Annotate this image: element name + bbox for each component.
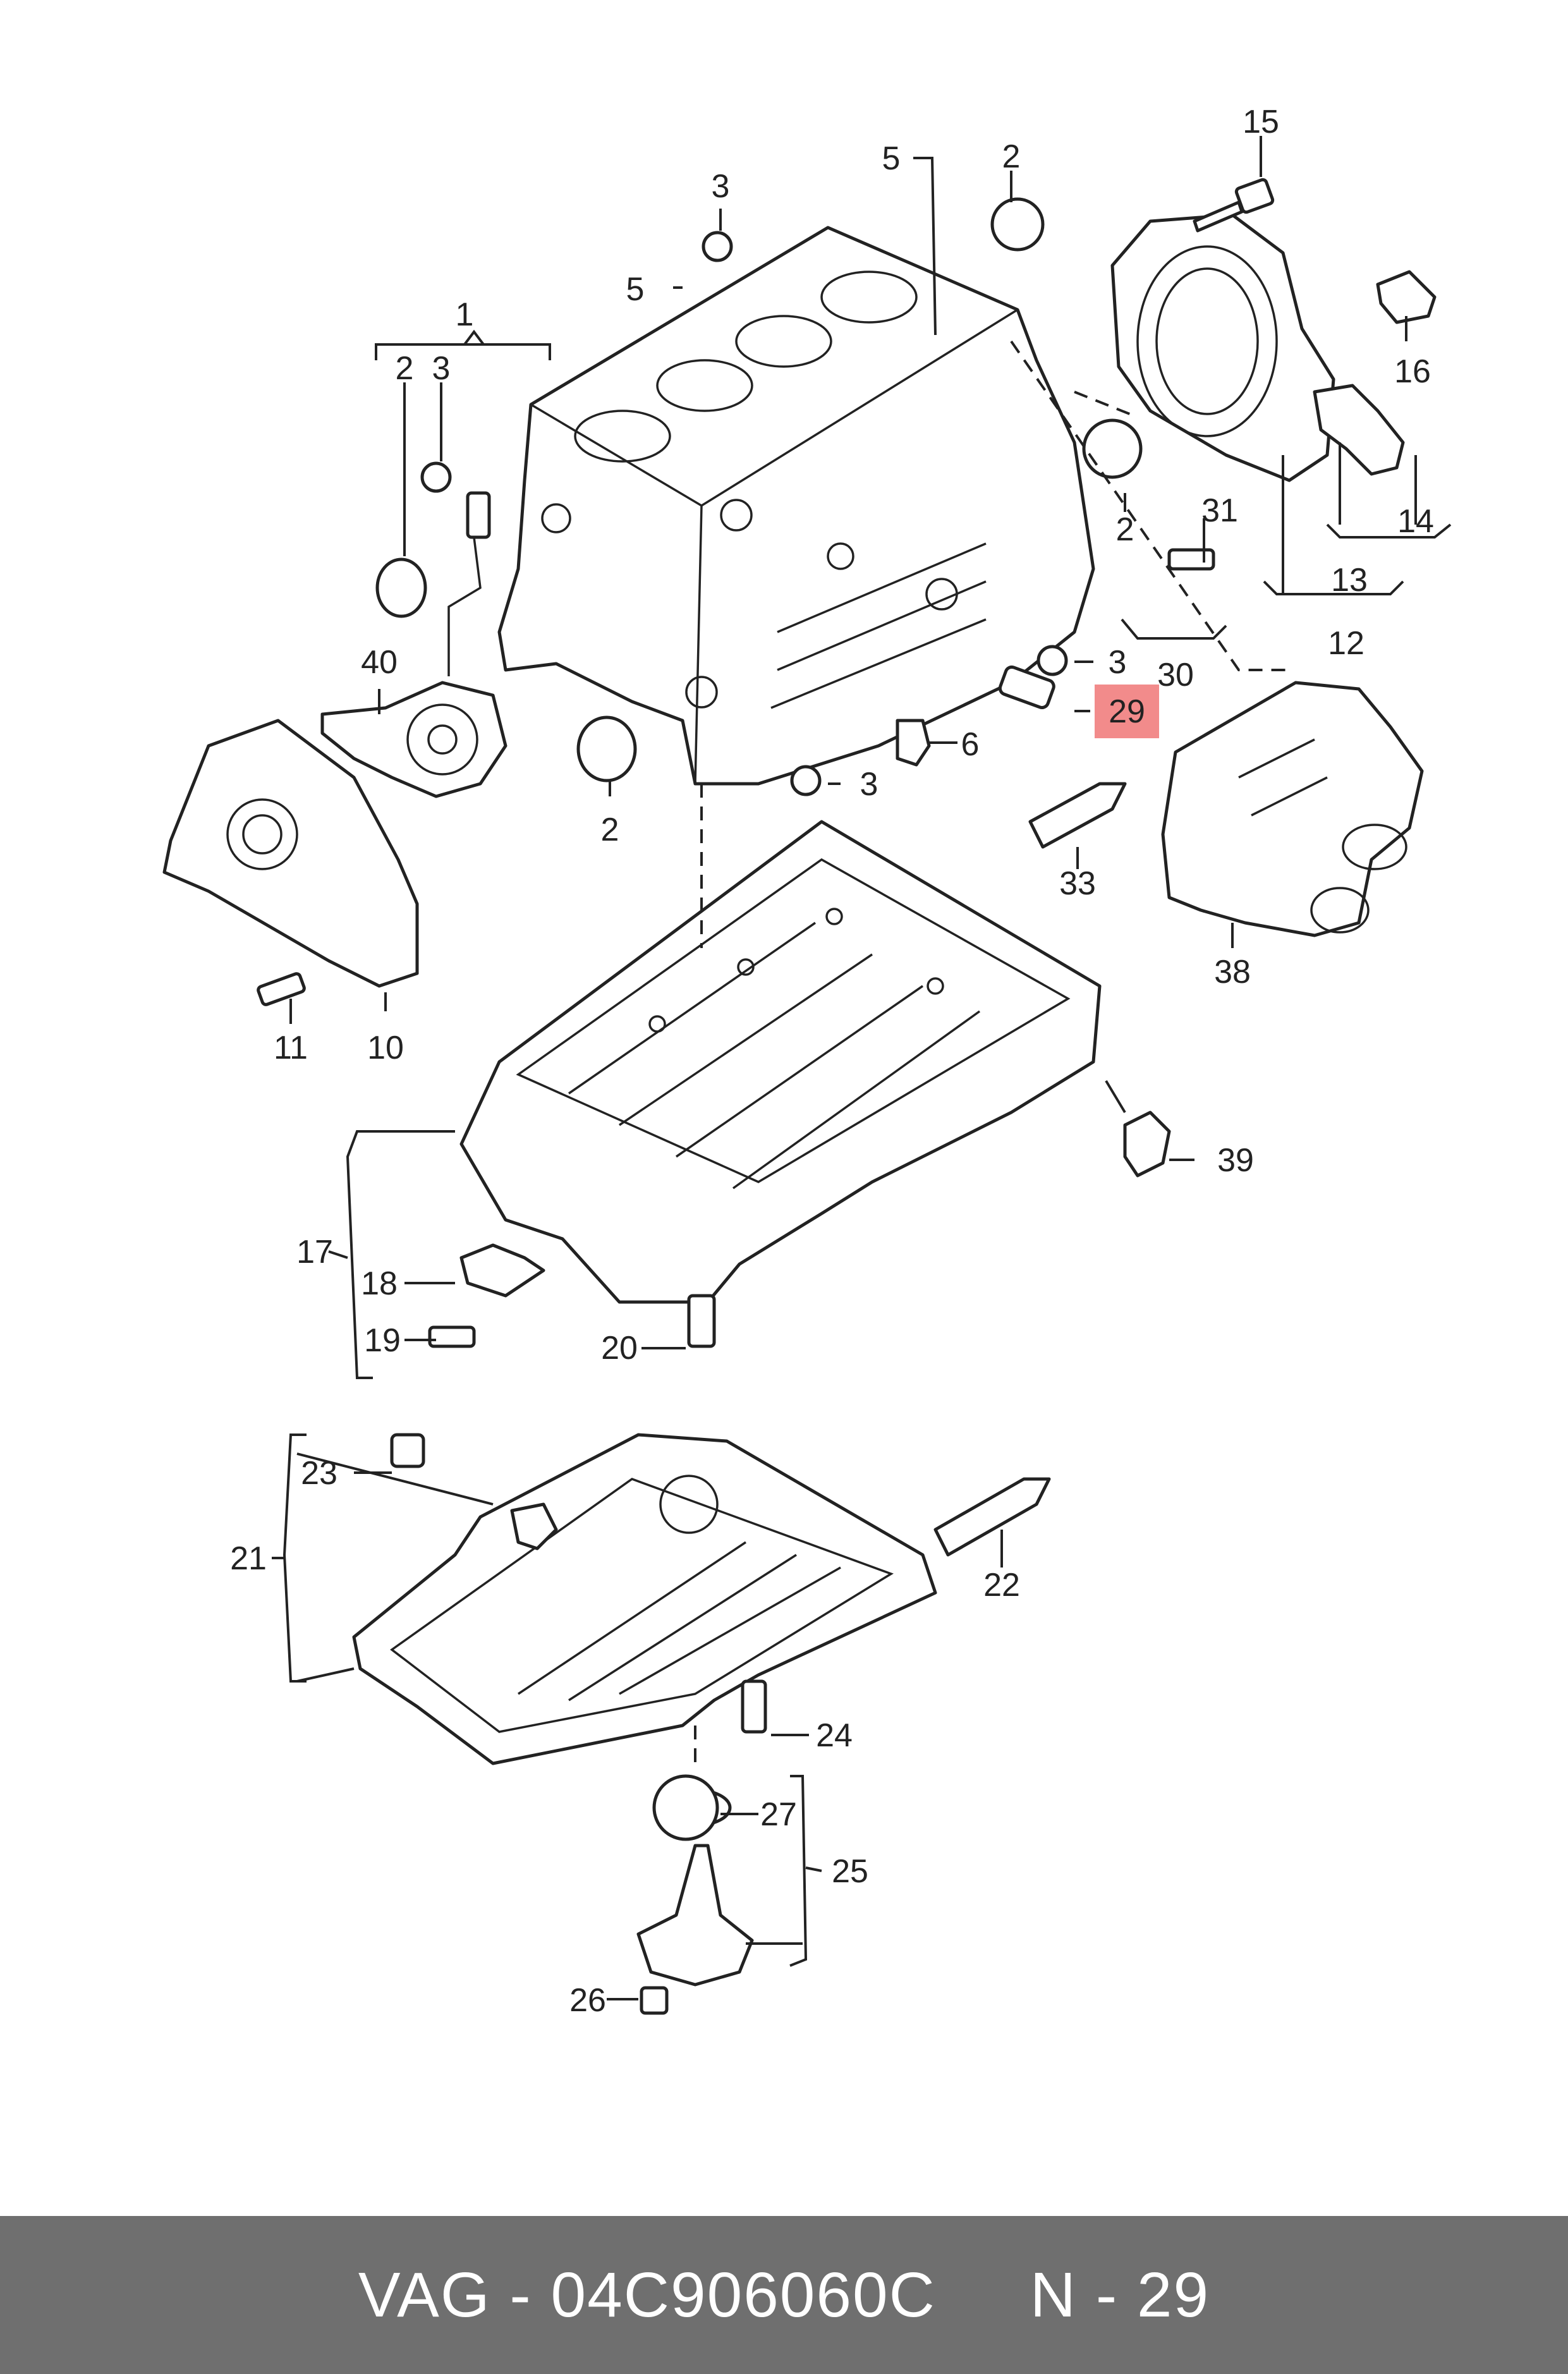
label-3: 3 xyxy=(432,350,451,387)
callout-labels: 1 2 3 3 5 5 2 15 16 14 13 12 2 31 30 3 2… xyxy=(230,104,1434,2019)
label-3: 3 xyxy=(860,766,878,803)
label-1: 1 xyxy=(456,296,474,333)
label-3: 3 xyxy=(1109,644,1127,681)
label-38: 38 xyxy=(1214,954,1251,990)
label-10: 10 xyxy=(367,1030,404,1066)
upper-oil-sump xyxy=(459,820,1102,1304)
front-cover xyxy=(162,719,419,988)
label-23: 23 xyxy=(301,1455,337,1492)
speed-sensor xyxy=(1313,384,1405,476)
label-21: 21 xyxy=(230,1540,267,1577)
label-2: 2 xyxy=(1116,511,1134,548)
label-31: 31 xyxy=(1201,492,1238,529)
bolt-15 xyxy=(1193,178,1275,233)
label-39: 39 xyxy=(1217,1142,1254,1179)
leader-lines xyxy=(272,136,1452,2000)
rear-seal-flange xyxy=(1110,213,1335,482)
label-26: 26 xyxy=(569,1982,606,2019)
label-17: 17 xyxy=(296,1234,333,1270)
label-16: 16 xyxy=(1394,353,1431,390)
sealant-tubes xyxy=(933,782,1127,1557)
label-5: 5 xyxy=(626,271,645,308)
footer-separator: - xyxy=(509,2259,532,2330)
footer-position-number: 29 xyxy=(1136,2259,1210,2330)
label-12: 12 xyxy=(1328,625,1364,662)
label-6: 6 xyxy=(961,726,980,763)
exploded-parts-diagram: 1 2 3 3 5 5 2 15 16 14 13 12 2 31 30 3 2… xyxy=(162,104,1452,2019)
part-number-footer: VAG - 04C906060C N - 29 xyxy=(0,2216,1568,2374)
thermostat-housing xyxy=(1161,681,1424,937)
label-5: 5 xyxy=(882,140,901,177)
label-20: 20 xyxy=(601,1330,638,1367)
footer-brand: VAG xyxy=(358,2259,491,2330)
label-3: 3 xyxy=(712,168,730,205)
highlight-box-29 xyxy=(1095,685,1159,738)
vacuum-pump xyxy=(320,491,507,798)
cap xyxy=(1376,270,1437,324)
label-2: 2 xyxy=(1002,138,1021,175)
label-40: 40 xyxy=(361,644,398,681)
footer-part-number: 04C906060C xyxy=(550,2259,936,2330)
label-19: 19 xyxy=(364,1322,401,1359)
label-27: 27 xyxy=(760,1796,797,1833)
small-parts xyxy=(257,197,1215,2015)
engine-block xyxy=(497,226,1095,786)
lower-oil-sump xyxy=(352,1433,937,1765)
label-22: 22 xyxy=(983,1567,1020,1604)
label-30: 30 xyxy=(1157,657,1194,693)
alignment-lines xyxy=(694,340,1289,1770)
label-33: 33 xyxy=(1059,865,1096,902)
label-14: 14 xyxy=(1397,503,1434,540)
footer-separator: - xyxy=(1095,2259,1119,2330)
label-25: 25 xyxy=(832,1853,868,1890)
label-11: 11 xyxy=(274,1030,308,1066)
label-2: 2 xyxy=(601,812,619,848)
label-15: 15 xyxy=(1243,104,1279,140)
footer-position-prefix: N xyxy=(1030,2259,1078,2330)
label-2: 2 xyxy=(396,350,414,387)
label-24: 24 xyxy=(816,1717,853,1754)
label-13: 13 xyxy=(1331,562,1368,599)
label-18: 18 xyxy=(361,1265,398,1302)
label-29: 29 xyxy=(1109,693,1145,730)
